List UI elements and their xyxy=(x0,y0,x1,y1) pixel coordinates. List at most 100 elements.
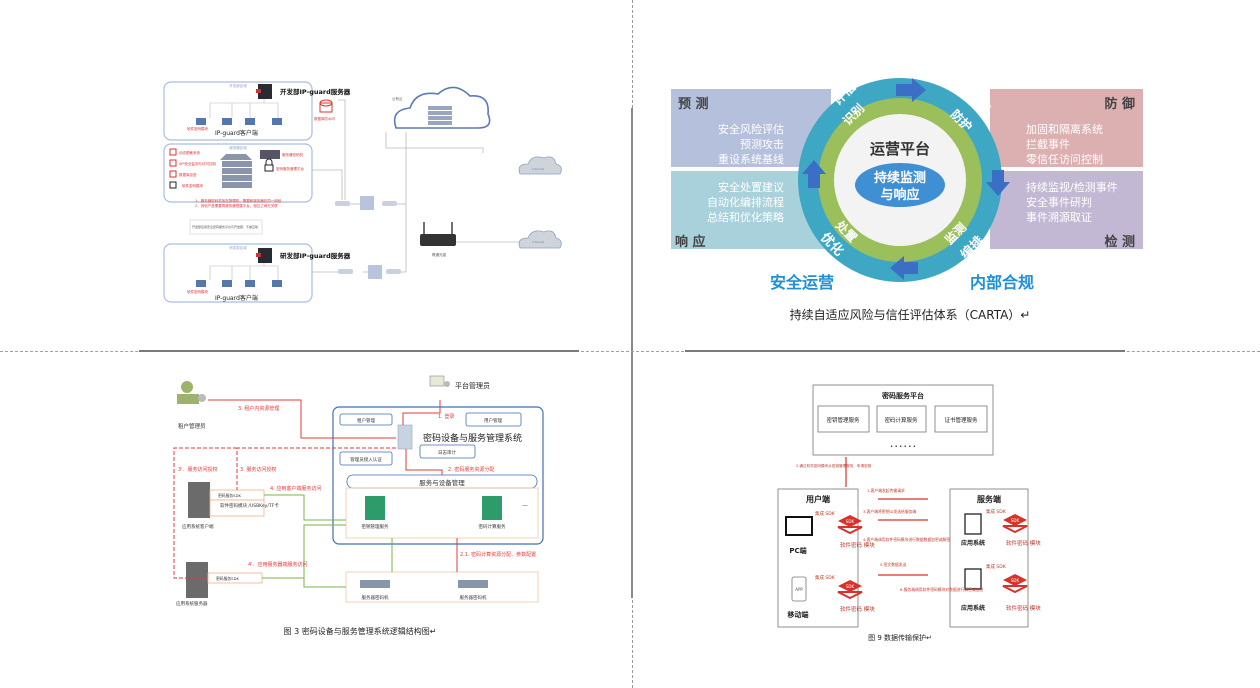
respond-title: 响 应 xyxy=(675,234,706,250)
internet-label-2: Internet xyxy=(532,240,545,244)
switch-icon-top-2 xyxy=(382,201,397,206)
horizontal-divider xyxy=(0,351,1260,352)
switch-icon-bottom xyxy=(338,269,353,274)
arrow-up-icon xyxy=(802,160,826,188)
crypto-machine-label-2: 服务器密码机 xyxy=(460,594,487,601)
service-box xyxy=(876,405,927,433)
platform-admin-label: 平台管理员 xyxy=(455,381,490,390)
sw-module-box xyxy=(209,499,265,517)
figure3-caption: 图 3 密码设备与服务管理系统逻辑结构图↵ xyxy=(284,626,437,636)
arrow-left-icon xyxy=(890,256,918,280)
detect-panel xyxy=(990,171,1143,249)
note-1: 1、服务器密码机放在物理机，需要和服务器在同一网段 xyxy=(195,198,282,203)
crypto-machine-label: 服务器密码机 xyxy=(282,152,303,157)
cloud-server-icon xyxy=(428,106,452,125)
sdk-stack-icon xyxy=(837,515,863,535)
ellipsis: — xyxy=(522,502,528,509)
server-access-arrow xyxy=(262,524,346,579)
system-box xyxy=(332,406,544,545)
sdk-stack-icon xyxy=(1002,574,1028,594)
rd-zone-label: 研发部区域 xyxy=(229,245,247,250)
center-title: 运营平台 xyxy=(870,140,930,158)
client-label-top: IP-guard客户端 xyxy=(215,129,258,137)
service-device-mgmt-label: 服务与设备管理 xyxy=(419,478,465,487)
app-system-icon xyxy=(964,568,982,590)
crypto-machine-icon xyxy=(260,150,280,159)
user-mgmt-label: 用户管理 xyxy=(484,417,502,424)
arrow-down-icon xyxy=(986,170,1010,196)
mobile-icon xyxy=(791,576,807,602)
step4-label: 4. 应用客户端服务访问 xyxy=(270,485,321,492)
app-client-label: 应用系统客户端 xyxy=(182,523,214,530)
service-box xyxy=(817,405,870,433)
rd-server-icon xyxy=(256,248,272,263)
svg-text:软件密码模块: 软件密码模块 xyxy=(182,183,203,188)
horizontal-divider-solid-right xyxy=(685,350,1125,352)
lock-icon xyxy=(264,158,274,172)
client-access-arrow xyxy=(264,494,346,521)
service-label: 证书管理服务 xyxy=(944,416,978,424)
predict-item: 安全风险评估 xyxy=(718,122,784,136)
svg-text:数据库加密: 数据库加密 xyxy=(179,172,197,177)
server-zone-box xyxy=(163,143,313,203)
step2-label: 2.通过软件密码模块从密钥管理服务、申请密钥 xyxy=(796,463,872,468)
dev-server-label: 开发部IP-guard服务器 xyxy=(280,87,351,96)
carta-caption: 持续自适应风险与信任评估体系（CARTA）↵ xyxy=(790,307,1031,322)
app-system-label: 应用系统 xyxy=(961,539,985,547)
app-icon-label: APP xyxy=(795,587,803,592)
user-side-box xyxy=(777,488,859,628)
internet-cloud-icon-1 xyxy=(518,156,562,175)
crypto-machine-label-1: 服务器密码机 xyxy=(362,594,389,601)
step2-label: 2. 密码服务资源分配 xyxy=(448,466,494,473)
callout-text: 开发部应用安全密码服务平台与开发部，不做互联 xyxy=(192,224,258,229)
server-access-arrow-2 xyxy=(303,578,346,588)
crypto-platform-title: 密码服务平台 xyxy=(882,391,924,400)
key-mgmt-service-label: 密钥管理服务 xyxy=(362,523,389,530)
sdk-label: SDK xyxy=(846,584,855,589)
router-label: 联通光猫 xyxy=(432,252,446,257)
transfer-step: 1.客户端发起传输请求 xyxy=(867,488,905,493)
rd-zone-box xyxy=(163,243,313,303)
crypto-compute-server-icon xyxy=(482,496,502,520)
predict-title: 预 测 xyxy=(678,96,709,112)
sw-module-label: 软件密码 模块 xyxy=(840,541,875,549)
data-transfer-diagram: 密码服务平台 密钥管理服务 密码计算服务 证书管理服务 • • • • • • … xyxy=(777,384,1041,642)
detect-title: 检 测 xyxy=(1104,234,1135,250)
service-label: 密钥管理服务 xyxy=(826,416,860,424)
platform-admin-icon xyxy=(429,375,450,387)
tenant-mgmt-label: 租户管理 xyxy=(357,417,375,424)
tenant-mgmt-box xyxy=(339,413,393,426)
system-title: 密码设备与服务管理系统 xyxy=(423,432,522,444)
database-icon xyxy=(319,99,333,113)
step4p-label: 4'．应用服务器端服务访问 xyxy=(248,561,308,568)
sdk-stack-icon xyxy=(837,580,863,600)
user-side-title: 用户端 xyxy=(805,494,830,504)
service-area xyxy=(345,487,539,539)
transfer-arrows xyxy=(878,498,928,576)
compliance-label: 内部合规 xyxy=(970,273,1034,292)
public-cloud-label: 公有云 xyxy=(392,96,403,101)
firewall-icon-top xyxy=(360,196,374,210)
predict-item: 预测攻击 xyxy=(740,137,784,151)
dev-zone-label: 开发部区域 xyxy=(229,83,247,88)
mobile-label: 移动端 xyxy=(788,610,809,619)
app-system-label: 应用系统 xyxy=(961,604,985,612)
tenant-admin-icon xyxy=(177,381,206,404)
internet-label-1: Internet xyxy=(532,167,545,171)
sdk-label: SDK xyxy=(1011,578,1020,583)
respond-item: 总结和优化策略 xyxy=(707,210,784,224)
security-ops-label: 安全运营 xyxy=(770,273,834,292)
center-ellipse-line1: 持续监测 xyxy=(874,170,926,186)
respond-item: 自动化编排流程 xyxy=(707,195,784,209)
svg-text:API安全监测与访问控制: API安全监测与访问控制 xyxy=(179,161,217,166)
svg-text:动态脱敏系统: 动态脱敏系统 xyxy=(179,150,200,155)
server-side-title: 服务端 xyxy=(977,494,1001,504)
integrate-sdk-label: 集成 SDK xyxy=(815,510,836,517)
log-audit-label: 日志审计 xyxy=(438,449,456,456)
vertical-divider-solid xyxy=(631,108,633,598)
integrate-sdk-label: 集成 SDK xyxy=(986,563,1007,570)
app-system-icon xyxy=(964,513,982,535)
service-label: 密码计算服务 xyxy=(884,416,918,424)
firewall-icon-bottom xyxy=(368,265,382,279)
router-icon xyxy=(420,222,456,246)
